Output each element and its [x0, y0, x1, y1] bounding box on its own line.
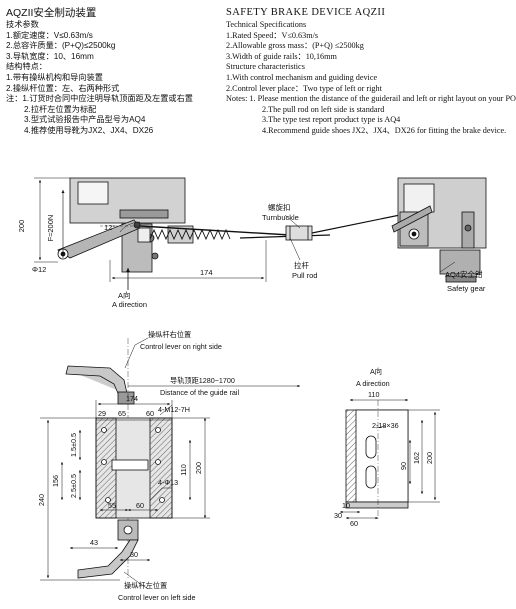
left-device-housing: [69, 177, 194, 273]
label-110: 110: [179, 464, 188, 475]
label-a-dir-en: A direction: [112, 300, 147, 309]
label-a3-en: A direction: [356, 379, 390, 388]
pullrod-leader: [289, 237, 301, 261]
right-device-housing: [391, 177, 487, 283]
spec-cn-title: AQZII安全制动装置: [6, 7, 97, 19]
label-90: 90: [399, 462, 408, 470]
spec-cn-param: 3.导轨宽度：10、16mm: [6, 51, 94, 61]
front-dims-top: [95, 384, 300, 421]
label-left-en: Control lever on left side: [118, 593, 196, 602]
label-holes: 4-M12-7H: [158, 405, 190, 414]
dim-200-vertical: [34, 177, 70, 263]
label-2.5: 2.5±0.5: [69, 474, 78, 498]
spec-en-title: SAFETY BRAKE DEVICE AQZII: [226, 7, 386, 18]
side-view-drawing: [34, 177, 487, 290]
label-force: F≈200N: [46, 215, 55, 242]
label-left-cn: 操纵杆左位置: [124, 581, 167, 590]
spec-en-param: 3.Width of guide rails：10,16mm: [226, 51, 337, 61]
label-200: 200: [17, 220, 26, 233]
spec-en-note: 2.The pull rod on left side is standard: [262, 104, 385, 114]
label-gear-en: Safety gear: [447, 284, 486, 293]
gear-leader: [439, 261, 456, 273]
label-200: 200: [194, 462, 203, 474]
turnbuckle-leader: [284, 214, 301, 229]
spec-en-note: 3.The type test report product type is A…: [262, 115, 401, 125]
spec-cn-param: 2.总容许质量：(P+Q)≤2500kg: [6, 41, 116, 51]
label-right-cn: 操纵杆右位置: [148, 330, 191, 339]
label-slots: 2-18×36: [372, 421, 399, 430]
label-240: 240: [37, 494, 46, 506]
label-angle: 12°: [104, 223, 115, 232]
label-pullrod-cn: 拉杆: [294, 260, 309, 270]
label-65: 65: [118, 409, 126, 418]
label-174: 174: [126, 394, 138, 403]
spec-cn-param: 1.额定速度：V≤0.63m/s: [6, 30, 93, 40]
pull-rod: [139, 225, 331, 241]
label-a3-cn: A向: [370, 367, 382, 376]
spec-chinese: AQZII安全制动装置 技术参数 1.额定速度：V≤0.63m/s 2.总容许质…: [6, 6, 226, 137]
spec-cn-note: 2.拉杆左位置为标配: [24, 104, 97, 114]
label-174: 174: [200, 268, 213, 277]
label-turnbuckle-cn: 螺旋扣: [268, 202, 291, 212]
spec-cn-features-title: 结构特点：: [6, 62, 47, 72]
front-view-drawing: [40, 337, 300, 590]
label-200b: 200: [425, 452, 434, 464]
label-55: 55: [108, 501, 116, 510]
label-30: 30: [130, 550, 138, 559]
spec-cn-feature: 1.带有操纵机构和导向装置: [6, 72, 103, 82]
lever-left-position: [77, 519, 139, 579]
label-rail-en: Distance of the guide rail: [160, 388, 240, 397]
turnbuckle: [285, 214, 401, 241]
spec-en-note: Notes: 1. Please mention the distance of…: [226, 94, 516, 104]
side-view-labels: 200 F≈200N 12° Φ12 174 A向 A direction 螺旋…: [17, 202, 486, 309]
angle-arc: [119, 221, 141, 233]
spec-en-param: 2.Allowable gross mass：(P+Q) ≤2500kg: [226, 41, 364, 51]
label-60b: 60: [136, 501, 144, 510]
control-lever: [57, 219, 141, 260]
a-direction-labels: A向 A direction 110 2-18×36 90 162 200 10…: [334, 367, 434, 528]
spec-en-feature: 1.With control mechanism and guiding dev…: [226, 72, 378, 82]
a-direction-view: [340, 398, 440, 520]
label-dia12: Φ12: [32, 265, 46, 274]
right-lever-leader: [124, 337, 149, 369]
spec-cn-note: 4.推荐使用导靴为JX2、JX4、DX26: [24, 125, 154, 135]
label-60: 60: [146, 409, 154, 418]
spec-en-features-title: Structure characteristics: [226, 62, 305, 72]
label-turnbuckle-en: Turnbuckle: [262, 213, 299, 222]
label-156: 156: [51, 475, 60, 487]
label-10: 10: [342, 501, 350, 510]
label-rail-cn: 导轨顶距1280~1700: [170, 376, 235, 385]
spec-cn-subtitle: 技术参数: [6, 20, 39, 29]
spec-cn-feature: 2.操纵杆位置：左、右两种形式: [6, 83, 120, 93]
spec-cn-note: 注：1.订货时合同中应注明导轨顶面距及左置或右置: [6, 94, 193, 104]
front-dims-side: [40, 417, 210, 581]
label-gear-cn: AQ4安全钳: [445, 269, 483, 279]
label-43: 43: [90, 538, 98, 547]
spec-en-param: 1.Rated Speed：V≤0.63m/s: [226, 30, 319, 40]
spec-en-note: 4.Recommend guide shoes JX2、JX4、DX26 for…: [262, 125, 507, 135]
spec-en-feature: 2.Control lever place：Two type of left o…: [226, 83, 382, 93]
spec-cn-note: 3.型式试验报告中产品型号为AQ4: [24, 115, 146, 125]
spec-english: SAFETY BRAKE DEVICE AQZII Technical Spec…: [226, 6, 516, 137]
label-a-dir-cn: A向: [118, 290, 131, 300]
label-30b: 30: [334, 511, 342, 520]
left-lever-leader: [123, 571, 149, 590]
spec-en-subtitle: Technical Specifications: [226, 20, 307, 29]
label-pullrod-en: Pull rod: [292, 271, 317, 280]
lever-right-position: [65, 365, 135, 405]
label-holes13: 4-Φ13: [158, 478, 178, 487]
label-60c: 60: [350, 519, 358, 528]
label-110b: 110: [368, 390, 379, 399]
main-plate: [95, 417, 173, 519]
dim-174: [109, 240, 267, 282]
label-29: 29: [98, 409, 106, 418]
label-right-en: Control lever on right side: [140, 342, 222, 351]
front-dims-bottom: [70, 487, 172, 562]
label-1.5: 1.5±0.5: [69, 433, 78, 457]
label-162: 162: [412, 452, 421, 464]
front-view-labels: 操纵杆右位置 Control lever on right side 导轨顶距1…: [37, 330, 240, 602]
